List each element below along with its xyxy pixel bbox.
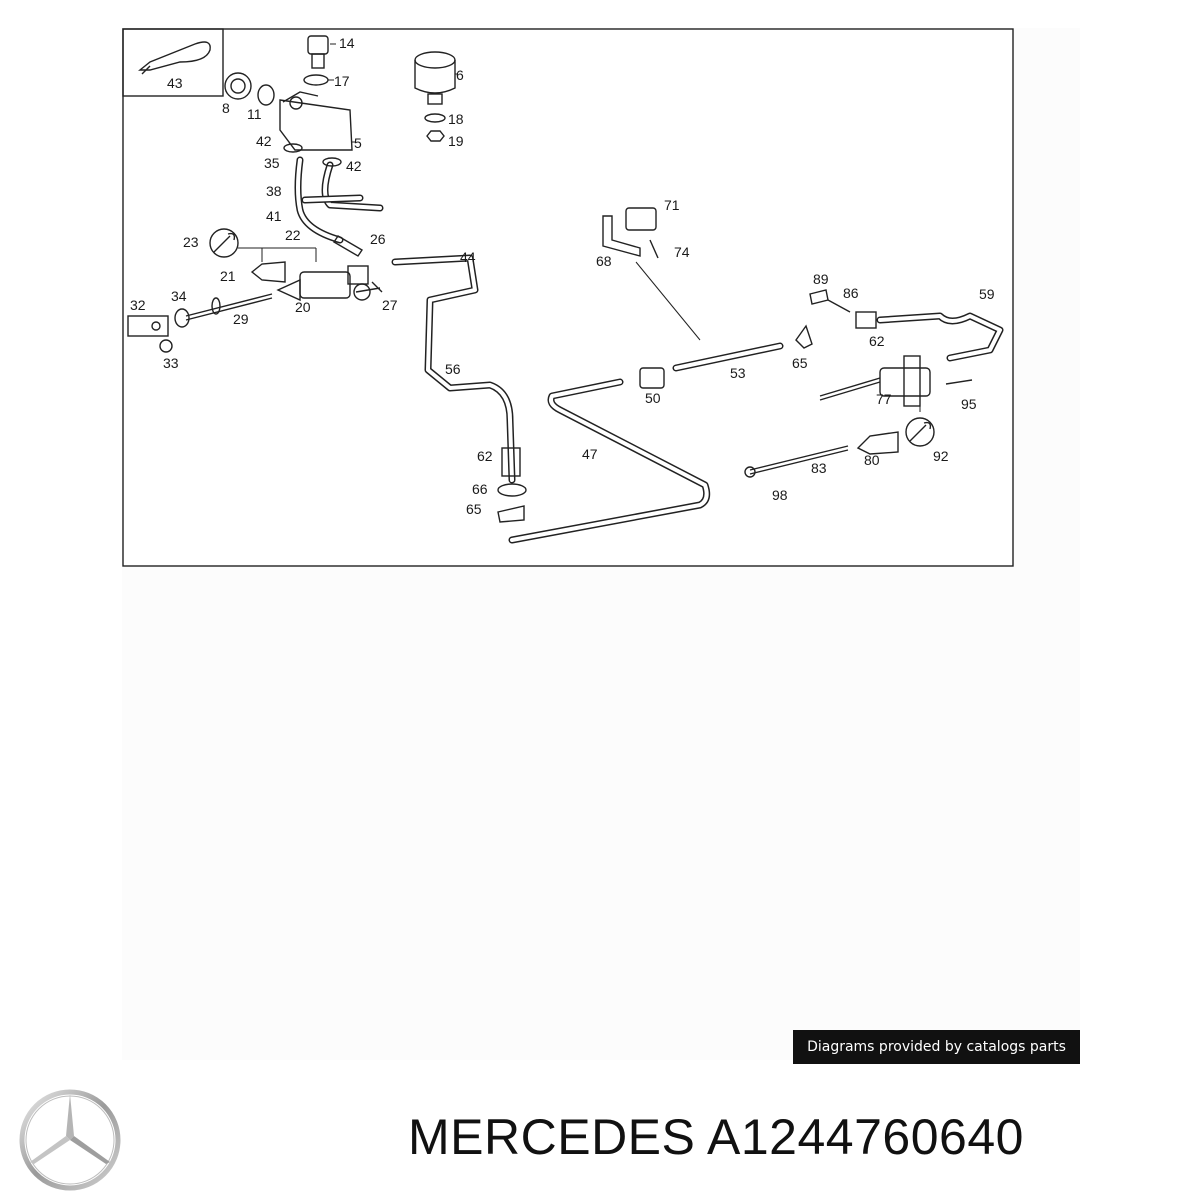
callout: 92	[933, 448, 949, 464]
callout: 65	[466, 501, 482, 517]
callout: 98	[772, 487, 788, 503]
callout: 26	[370, 231, 386, 247]
flex-hose-part	[672, 342, 784, 372]
callout: 59	[979, 286, 995, 302]
brake-line-right	[876, 312, 1004, 362]
callout: 80	[864, 452, 880, 468]
callout: 56	[445, 361, 461, 377]
callout: 89	[813, 271, 829, 287]
pushrod-83	[744, 445, 849, 478]
callout: 86	[843, 285, 859, 301]
callout: 14	[339, 35, 355, 51]
fitting-62-right	[855, 311, 877, 329]
bolt-part	[355, 281, 383, 293]
callout: 8	[222, 100, 230, 116]
callout: 47	[582, 446, 598, 462]
callout: 44	[460, 249, 476, 265]
callout: 17	[334, 73, 350, 89]
inset-box	[122, 28, 224, 97]
wrench-icon	[209, 228, 239, 258]
reservoir-part	[279, 91, 353, 151]
washer-part	[424, 113, 446, 123]
leader-lines	[328, 43, 458, 143]
callout: 62	[477, 448, 493, 464]
fitting-62-left	[501, 447, 521, 477]
clamp-part-2	[322, 157, 342, 167]
bracket-part	[602, 207, 659, 259]
pin-part	[159, 339, 173, 353]
credit-text: Diagrams provided by catalogs parts	[807, 1039, 1066, 1055]
bleeder-part	[827, 299, 851, 313]
fluid-reservoir-part	[414, 51, 456, 105]
callout: 22	[285, 227, 301, 243]
boot-80	[856, 431, 899, 455]
pushrod-part	[185, 293, 273, 321]
callout: 74	[674, 244, 690, 260]
cap-part	[224, 72, 252, 100]
callout: 71	[664, 197, 680, 213]
brake-line-long	[508, 378, 711, 544]
part-title: MERCEDES A1244760640	[408, 1108, 1024, 1166]
callout: 5	[354, 135, 362, 151]
wrench-icon-2	[905, 417, 935, 447]
brake-line-upper	[391, 254, 516, 484]
callout: 19	[448, 133, 464, 149]
callout: 50	[645, 390, 661, 406]
ring-part	[257, 84, 275, 106]
callout: 65	[792, 355, 808, 371]
union-part	[639, 367, 665, 389]
callout: 68	[596, 253, 612, 269]
callout: 21	[220, 268, 236, 284]
master-cylinder-part	[276, 265, 371, 302]
retaining-clip-part	[795, 324, 813, 349]
callout-labels: 43 14 17 8 11 6 18 19 42 5 35 42 38 41 2…	[130, 35, 995, 517]
callout: 38	[266, 183, 282, 199]
callout: 29	[233, 311, 249, 327]
callout: 42	[256, 133, 272, 149]
callout: 53	[730, 365, 746, 381]
credit-banner: Diagrams provided by catalogs parts	[793, 1030, 1080, 1064]
boot-part	[250, 261, 286, 283]
sensor-part	[307, 35, 329, 69]
mercedes-star-icon	[19, 1089, 121, 1191]
callout: 83	[811, 460, 827, 476]
hose-lines	[294, 156, 384, 244]
clip-part	[497, 505, 525, 523]
clamp-part	[283, 143, 303, 153]
callout: 41	[266, 208, 282, 224]
nut-part	[426, 130, 445, 142]
callout: 35	[264, 155, 280, 171]
callout: 6	[456, 67, 464, 83]
grommet-part	[497, 483, 527, 497]
cable-tie-part	[138, 41, 211, 75]
parts-diagram: 43 14 17 8 11 6 18 19 42 5 35 42 38 41 2…	[122, 28, 1014, 567]
callout: 32	[130, 297, 146, 313]
callout: 95	[961, 396, 977, 412]
callout: 18	[448, 111, 464, 127]
washer-part-34	[174, 308, 190, 328]
callout: 42	[346, 158, 362, 174]
callout: 23	[183, 234, 199, 250]
callout: 43	[167, 75, 183, 91]
callout: 11	[247, 106, 262, 122]
bolt-95	[945, 379, 973, 385]
callout: 33	[163, 355, 179, 371]
callout: 66	[472, 481, 488, 497]
brand-name: MERCEDES	[408, 1109, 696, 1165]
callout: 27	[382, 297, 398, 313]
callout: 62	[869, 333, 885, 349]
slave-cylinder-part	[819, 355, 931, 407]
callout: 34	[171, 288, 187, 304]
part-number: A1244760640	[707, 1109, 1024, 1165]
connector-part	[333, 235, 363, 257]
callout: 20	[295, 299, 311, 315]
clevis-part	[127, 315, 169, 337]
callout: 77	[876, 391, 892, 407]
